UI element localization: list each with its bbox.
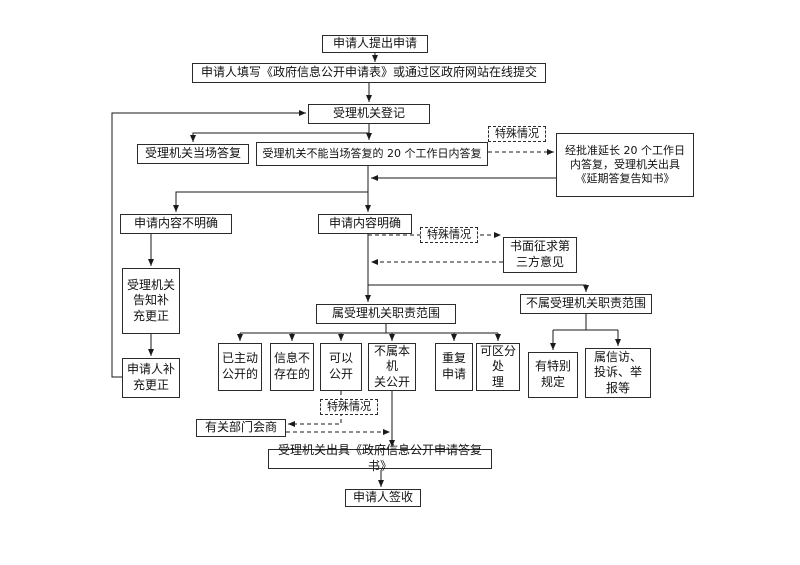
flow-node-onsite-reply: 受理机关当场答复 (137, 144, 249, 164)
flow-node-reply-within-20-days: 受理机关不能当场答复的 20 个工作日内答复 (256, 142, 488, 166)
flow-node-special-case-bottom: 特殊情况 (320, 399, 378, 415)
flow-node-department-consultation: 有关部门会商 (196, 419, 286, 437)
flow-node-info-not-exist: 信息不 存在的 (270, 343, 314, 391)
flow-node-not-this-agency: 不属本机 关公开 (368, 343, 416, 391)
flow-node-content-clear: 申请内容明确 (318, 214, 412, 234)
flow-node-can-disclose: 可以 公开 (320, 343, 362, 391)
flow-node-register: 受理机关登记 (308, 104, 430, 124)
flow-node-repeated-application: 重复 申请 (435, 343, 473, 391)
flow-node-submit-application: 申请人提出申请 (322, 35, 428, 53)
flow-node-fill-form: 申请人填写《政府信息公开申请表》或通过区政府网站在线提交 (192, 63, 546, 83)
flow-node-applicant-supplement: 申请人补 充更正 (122, 358, 180, 398)
flow-node-third-party-opinion: 书面征求第 三方意见 (503, 237, 577, 273)
flow-node-already-public: 已主动 公开的 (218, 343, 262, 391)
flow-node-special-case-top: 特殊情况 (488, 126, 546, 142)
flow-node-separable-handling: 可区分处 理 (476, 343, 520, 391)
flow-node-issue-reply-document: 受理机关出具《政府信息公开申请答复书》 (268, 443, 492, 473)
flow-node-content-unclear: 申请内容不明确 (120, 214, 232, 234)
flow-node-outside-scope: 不属受理机关职责范围 (520, 294, 652, 314)
flow-node-petition-complaint: 属信访、 投诉、举 报等 (585, 348, 651, 398)
flow-node-extension-notice: 经批准延长 20 个工作日 内答复，受理机关出具 《延期答复告知书》 (556, 133, 694, 197)
flow-node-notify-supplement: 受理机关 告知补 充更正 (122, 268, 180, 334)
flow-node-within-scope: 属受理机关职责范围 (316, 304, 456, 324)
flow-node-special-case-mid: 特殊情况 (420, 227, 478, 243)
flow-node-special-provisions: 有特别 规定 (528, 352, 578, 398)
flow-node-applicant-sign: 申请人签收 (345, 489, 421, 507)
